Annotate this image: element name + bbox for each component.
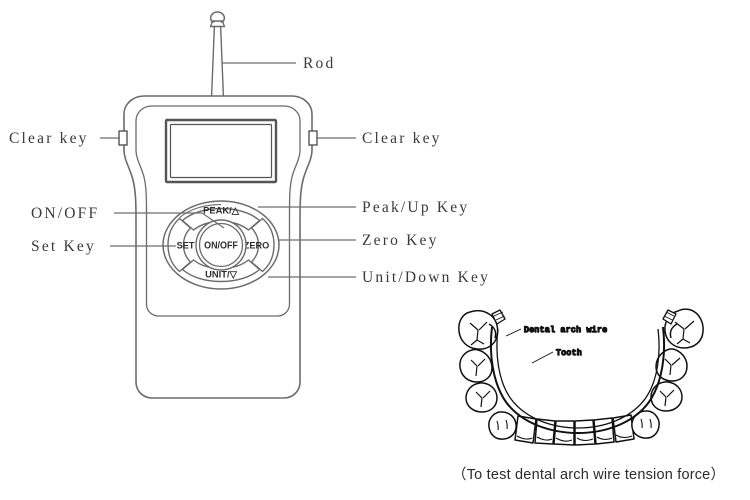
bracket-right <box>662 309 678 339</box>
on-off-key-inner[interactable] <box>198 222 244 268</box>
cusp-grooves <box>469 321 488 346</box>
cusp-grooves <box>664 357 681 376</box>
dental-arch-wire <box>489 326 666 434</box>
cusp-grooves <box>674 320 695 345</box>
peak-up-key-label: PEAK/△ <box>203 205 240 216</box>
on-off-key-label: ON/OFF <box>204 240 238 252</box>
keypad-group: PEAK/△ UNIT/▽ SET ZERO ON/OFF <box>162 200 280 290</box>
tooth-left-molar-3 <box>465 382 498 413</box>
set-key-button[interactable] <box>167 217 192 273</box>
clear-key-left-button[interactable] <box>118 130 128 146</box>
figure-caption: （To test dental arch wire tension force） <box>452 467 726 483</box>
rod-group <box>209 11 226 97</box>
callout-rod: Rod <box>303 55 336 72</box>
tooth-right-molar-3 <box>650 381 683 412</box>
cusp-grooves <box>496 419 508 431</box>
tooth-left-molar-2 <box>459 348 493 383</box>
callout-set-key: Set Key <box>31 238 96 255</box>
dental-leader-lines <box>505 328 554 364</box>
rod-hook-icon <box>209 11 226 23</box>
callout-peak-up-key: Peak/Up Key <box>362 199 470 216</box>
callout-clear-key-left: Clear key <box>9 130 89 147</box>
rod-collar <box>209 20 226 28</box>
clear-key-right-button[interactable] <box>308 130 318 146</box>
tooth-label: Tooth <box>556 348 582 358</box>
bracket-left <box>488 309 506 339</box>
callout-clear-key-right: Clear key <box>362 130 442 147</box>
cusp-grooves <box>475 390 491 408</box>
leader-onoff-b <box>201 212 225 229</box>
callout-unit-down-key: Unit/Down Key <box>362 269 491 286</box>
tooth-right-molar-1 <box>664 308 704 349</box>
cusp-grooves <box>640 418 652 429</box>
tooth-left-incisor-2 <box>534 418 556 445</box>
rod-shaft <box>210 25 225 97</box>
peak-up-key-accent <box>179 204 222 219</box>
zero-key-label: ZERO <box>244 241 270 251</box>
lcd-display-inner <box>169 123 273 179</box>
callout-on-off: ON/OFF <box>31 205 100 222</box>
unit-down-key-label: UNIT/▽ <box>205 269 237 280</box>
cusp-grooves <box>470 358 486 377</box>
set-key-label: SET <box>177 241 195 251</box>
cusp-grooves <box>659 389 675 407</box>
callout-zero-key: Zero Key <box>362 232 439 249</box>
zero-key-button[interactable] <box>250 217 275 273</box>
tooth-left-premolar <box>488 411 517 440</box>
device-inner-panel <box>135 105 301 317</box>
leader-lines <box>100 62 356 278</box>
dental-arch-diagram: Dental arch wire Tooth <box>458 308 704 446</box>
dental-arch-wire-label: Dental arch wire <box>524 325 607 335</box>
